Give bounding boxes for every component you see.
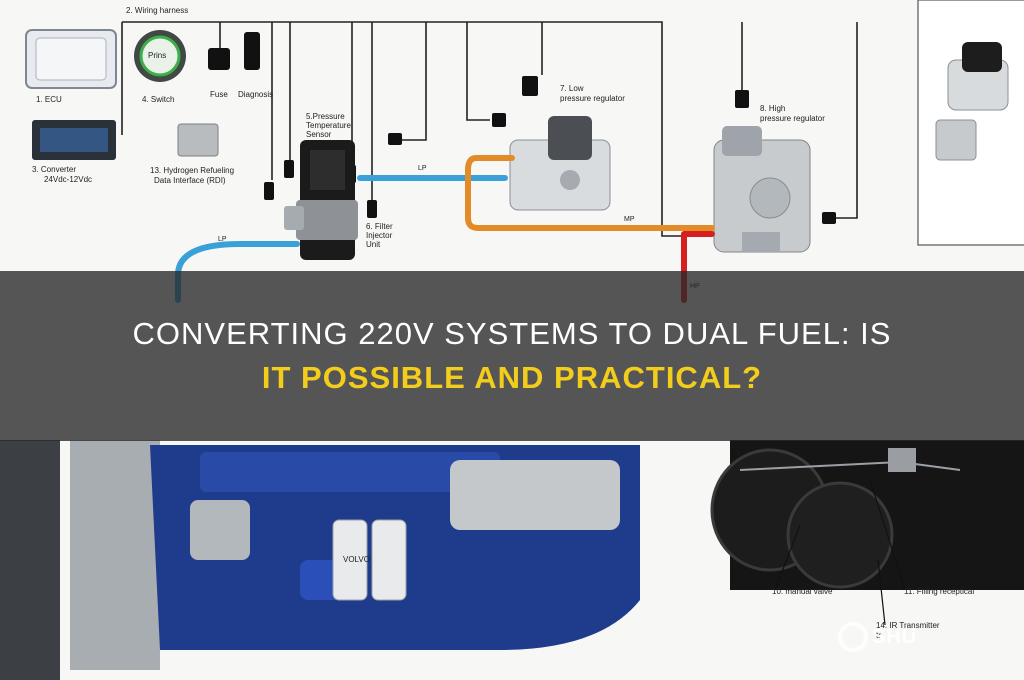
label-pressure-sensor-2: Temperature bbox=[306, 121, 351, 130]
article-title-line-1: Converting 220V Systems to Dual Fuel: Is bbox=[133, 316, 892, 351]
label-fuse: Fuse bbox=[210, 90, 228, 99]
label-filter-3: Unit bbox=[366, 240, 381, 249]
line-label-lp-left: LP bbox=[218, 236, 227, 243]
article-title: Converting 220V Systems to Dual Fuel: Is… bbox=[62, 312, 962, 400]
engine bbox=[0, 440, 640, 680]
label-wiring-harness: 2. Wiring harness bbox=[126, 6, 188, 15]
label-converter: 3. Converter bbox=[32, 165, 76, 174]
label-converter-spec: 24Vdc-12Vdc bbox=[44, 175, 92, 184]
title-banner: Converting 220V Systems to Dual Fuel: Is… bbox=[0, 271, 1024, 441]
ecu bbox=[26, 30, 116, 88]
engine-brand: VOLVO bbox=[343, 555, 370, 564]
line-label-lp-top: LP bbox=[418, 165, 427, 172]
label-filter-2: Injector bbox=[366, 231, 393, 240]
label-high-regulator-2: pressure regulator bbox=[760, 114, 825, 123]
switch-brand: Prins bbox=[148, 51, 166, 60]
low-pressure-regulator bbox=[510, 116, 610, 210]
label-filter-1: 6. Filter bbox=[366, 222, 393, 231]
line-label-mp: MP bbox=[624, 216, 635, 223]
rdi-box bbox=[178, 124, 218, 156]
label-pressure-sensor-1: 5.Pressure bbox=[306, 112, 345, 121]
label-rdi-sub: Data Interface (RDI) bbox=[154, 176, 226, 185]
label-high-regulator-1: 8. High bbox=[760, 104, 785, 113]
high-pressure-regulator bbox=[714, 126, 810, 252]
label-low-regulator-2: pressure regulator bbox=[560, 94, 625, 103]
hydrogen-tanks bbox=[712, 440, 1024, 625]
label-switch: 4. Switch bbox=[142, 95, 174, 104]
label-diagnosis: Diagnosis bbox=[238, 90, 273, 99]
watermark-text: SHU bbox=[872, 626, 917, 649]
regulator-inset bbox=[918, 0, 1024, 245]
article-title-line-2: It Possible and Practical? bbox=[262, 360, 762, 395]
label-filling-receptacle: 11. Filling receptical bbox=[904, 587, 974, 596]
site-watermark: SHU bbox=[838, 622, 917, 652]
label-pressure-sensor-3: Sensor bbox=[306, 130, 332, 139]
converter bbox=[32, 120, 116, 160]
watermark-ring-icon bbox=[838, 622, 868, 652]
label-low-regulator-1: 7. Low bbox=[560, 84, 584, 93]
label-manual-valve: 10. manual valve bbox=[772, 587, 833, 596]
label-ecu: 1. ECU bbox=[36, 95, 62, 104]
label-rdi: 13. Hydrogen Refueling bbox=[150, 166, 234, 175]
